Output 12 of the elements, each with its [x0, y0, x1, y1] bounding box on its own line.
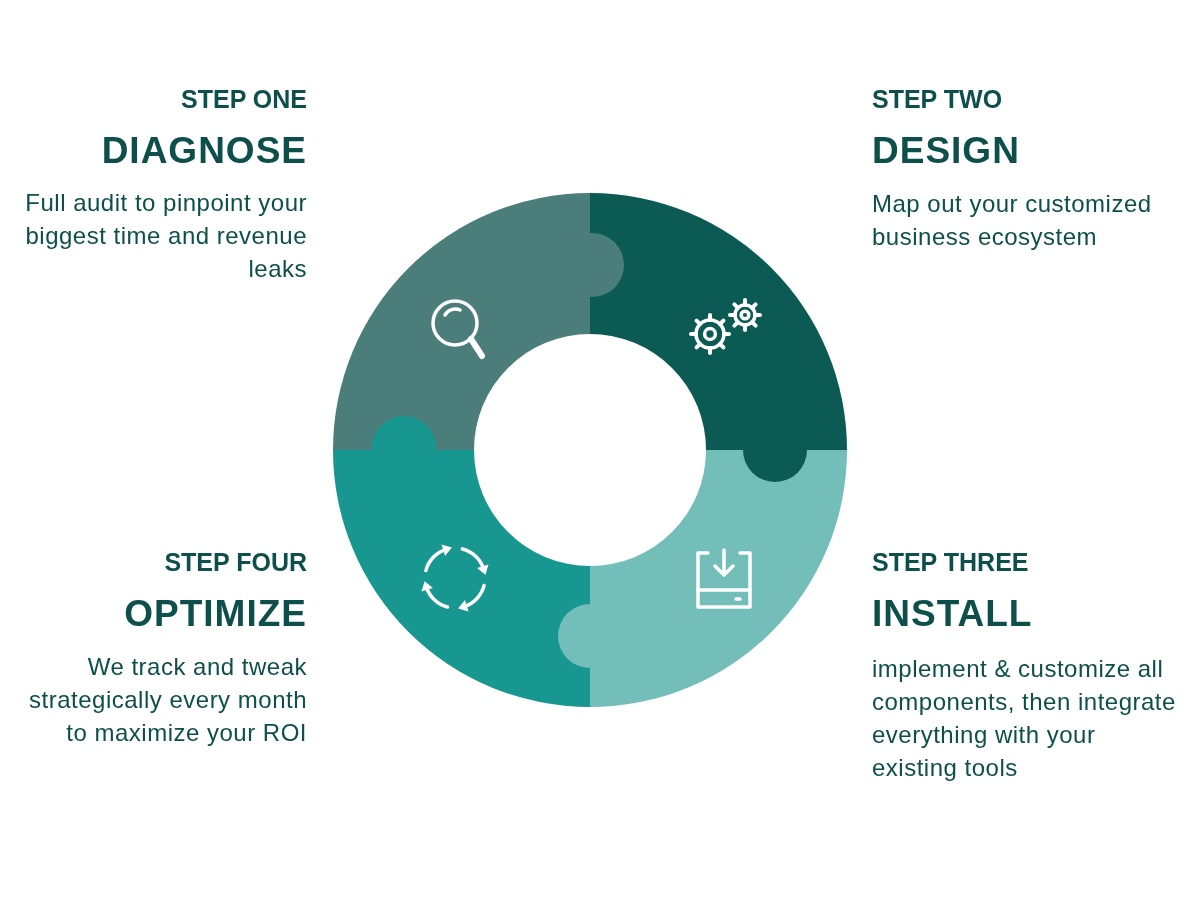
step-description: implement & customize all components, then integrate everything with your existing tools: [872, 654, 1177, 783]
step-title: DESIGN: [872, 130, 1020, 172]
step-description: We track and tweak strategically every month to maximize your ROI: [28, 652, 307, 748]
step-description: Full audit to pinpoint your biggest time and revenue leaks: [24, 188, 307, 284]
step-title: INSTALL: [872, 593, 1033, 635]
step-label: STEP ONE: [181, 85, 307, 114]
step-title: DIAGNOSE: [101, 130, 307, 172]
step-label: STEP TWO: [872, 85, 1003, 114]
step-title: OPTIMIZE: [124, 593, 307, 635]
step-label: STEP THREE: [872, 548, 1029, 577]
step-label: STEP FOUR: [164, 548, 307, 577]
step-description: Map out your customized business ecosystem: [872, 189, 1153, 252]
